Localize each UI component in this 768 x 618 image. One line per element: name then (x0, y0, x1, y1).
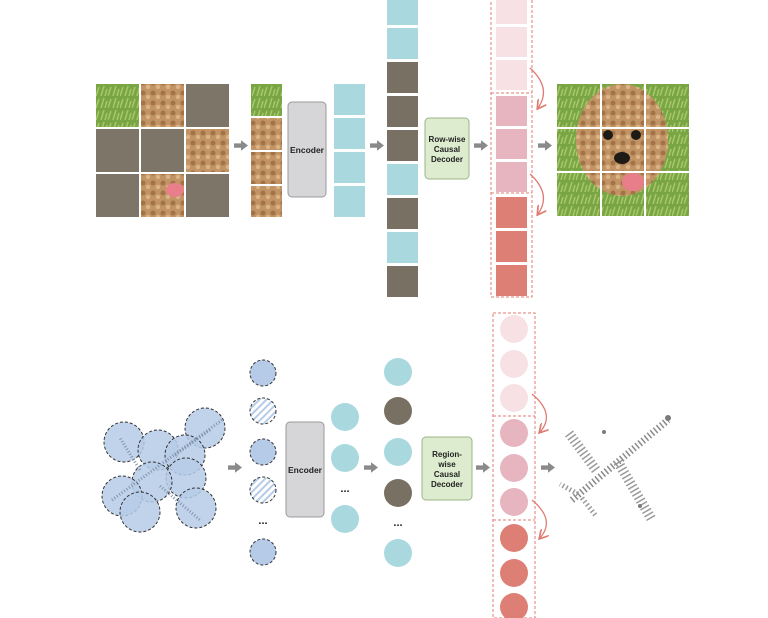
encoder-label-top: Encoder (290, 145, 325, 155)
decoder-label-line-2: wise (437, 460, 456, 469)
causal-arrow-icon (529, 173, 543, 214)
row-wise-causal-decoder: Row-wise Causal Decoder (424, 117, 470, 180)
encoder-label-bottom: Encoder (288, 465, 323, 475)
decoder-label-line-1: Row-wise (429, 135, 466, 144)
token-sequence-bottom: ... (384, 358, 412, 567)
decoder-label-line-2: Causal (434, 145, 460, 154)
arrow-icon (228, 462, 242, 473)
arrow-icon (474, 140, 488, 151)
reconstructed-image (557, 84, 689, 216)
decoder-label-line-1: Region- (432, 450, 462, 459)
causal-arrow-icon (531, 499, 546, 538)
token-sequence-top (387, 0, 418, 297)
decoded-region-groups (492, 312, 546, 618)
region-wise-causal-decoder: Region- wise Causal Decoder (421, 436, 473, 501)
input-point-cloud-groups (101, 407, 226, 533)
arrow-icon (364, 462, 378, 473)
ellipsis-text: ... (340, 483, 349, 495)
causal-arrow-icon (531, 393, 546, 432)
encoder-block-bottom: Encoder (285, 421, 325, 518)
encoder-block-top: Encoder (287, 101, 327, 198)
ellipsis-text: ... (393, 517, 402, 529)
arrow-icon (538, 140, 552, 151)
encoded-tokens-bottom: ... (331, 403, 359, 533)
ellipsis-text: ... (258, 515, 267, 527)
decoder-label-line-4: Decoder (431, 480, 463, 489)
arrow-icon (370, 140, 384, 151)
arrow-icon (541, 462, 555, 473)
visible-patches-column (251, 84, 282, 217)
decoder-label-line-3: Decoder (431, 155, 463, 164)
masked-input-image (96, 84, 229, 217)
decoder-label-line-3: Causal (434, 470, 460, 479)
reconstructed-airplane-point-cloud (558, 415, 671, 523)
arrow-icon (234, 140, 248, 151)
visible-point-groups-column: ... (249, 359, 277, 566)
encoded-tokens-top (334, 84, 365, 217)
decoded-row-groups (490, 0, 543, 298)
causal-arrow-icon (529, 67, 543, 108)
arrow-icon (476, 462, 490, 473)
